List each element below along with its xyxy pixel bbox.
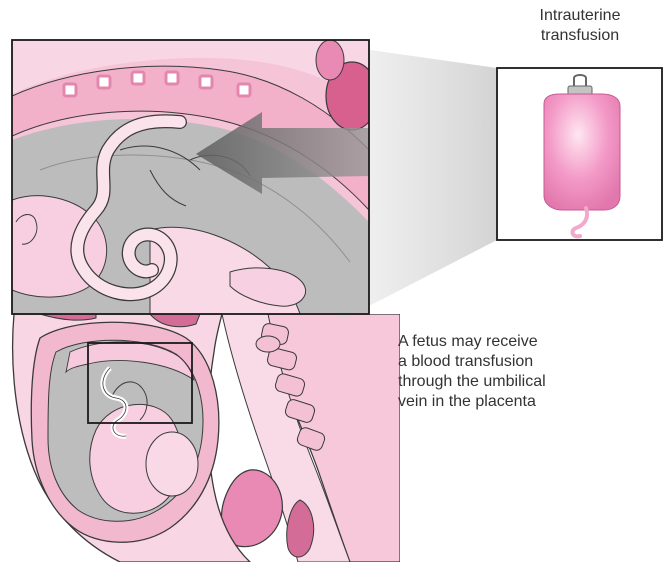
transfusion-bag-label: Intrauterine transfusion: [500, 6, 660, 46]
diagram-caption: A fetus may receive a blood transfusion …: [398, 332, 658, 412]
body-cross-section: [0, 314, 400, 562]
zoom-panel: [12, 40, 378, 314]
